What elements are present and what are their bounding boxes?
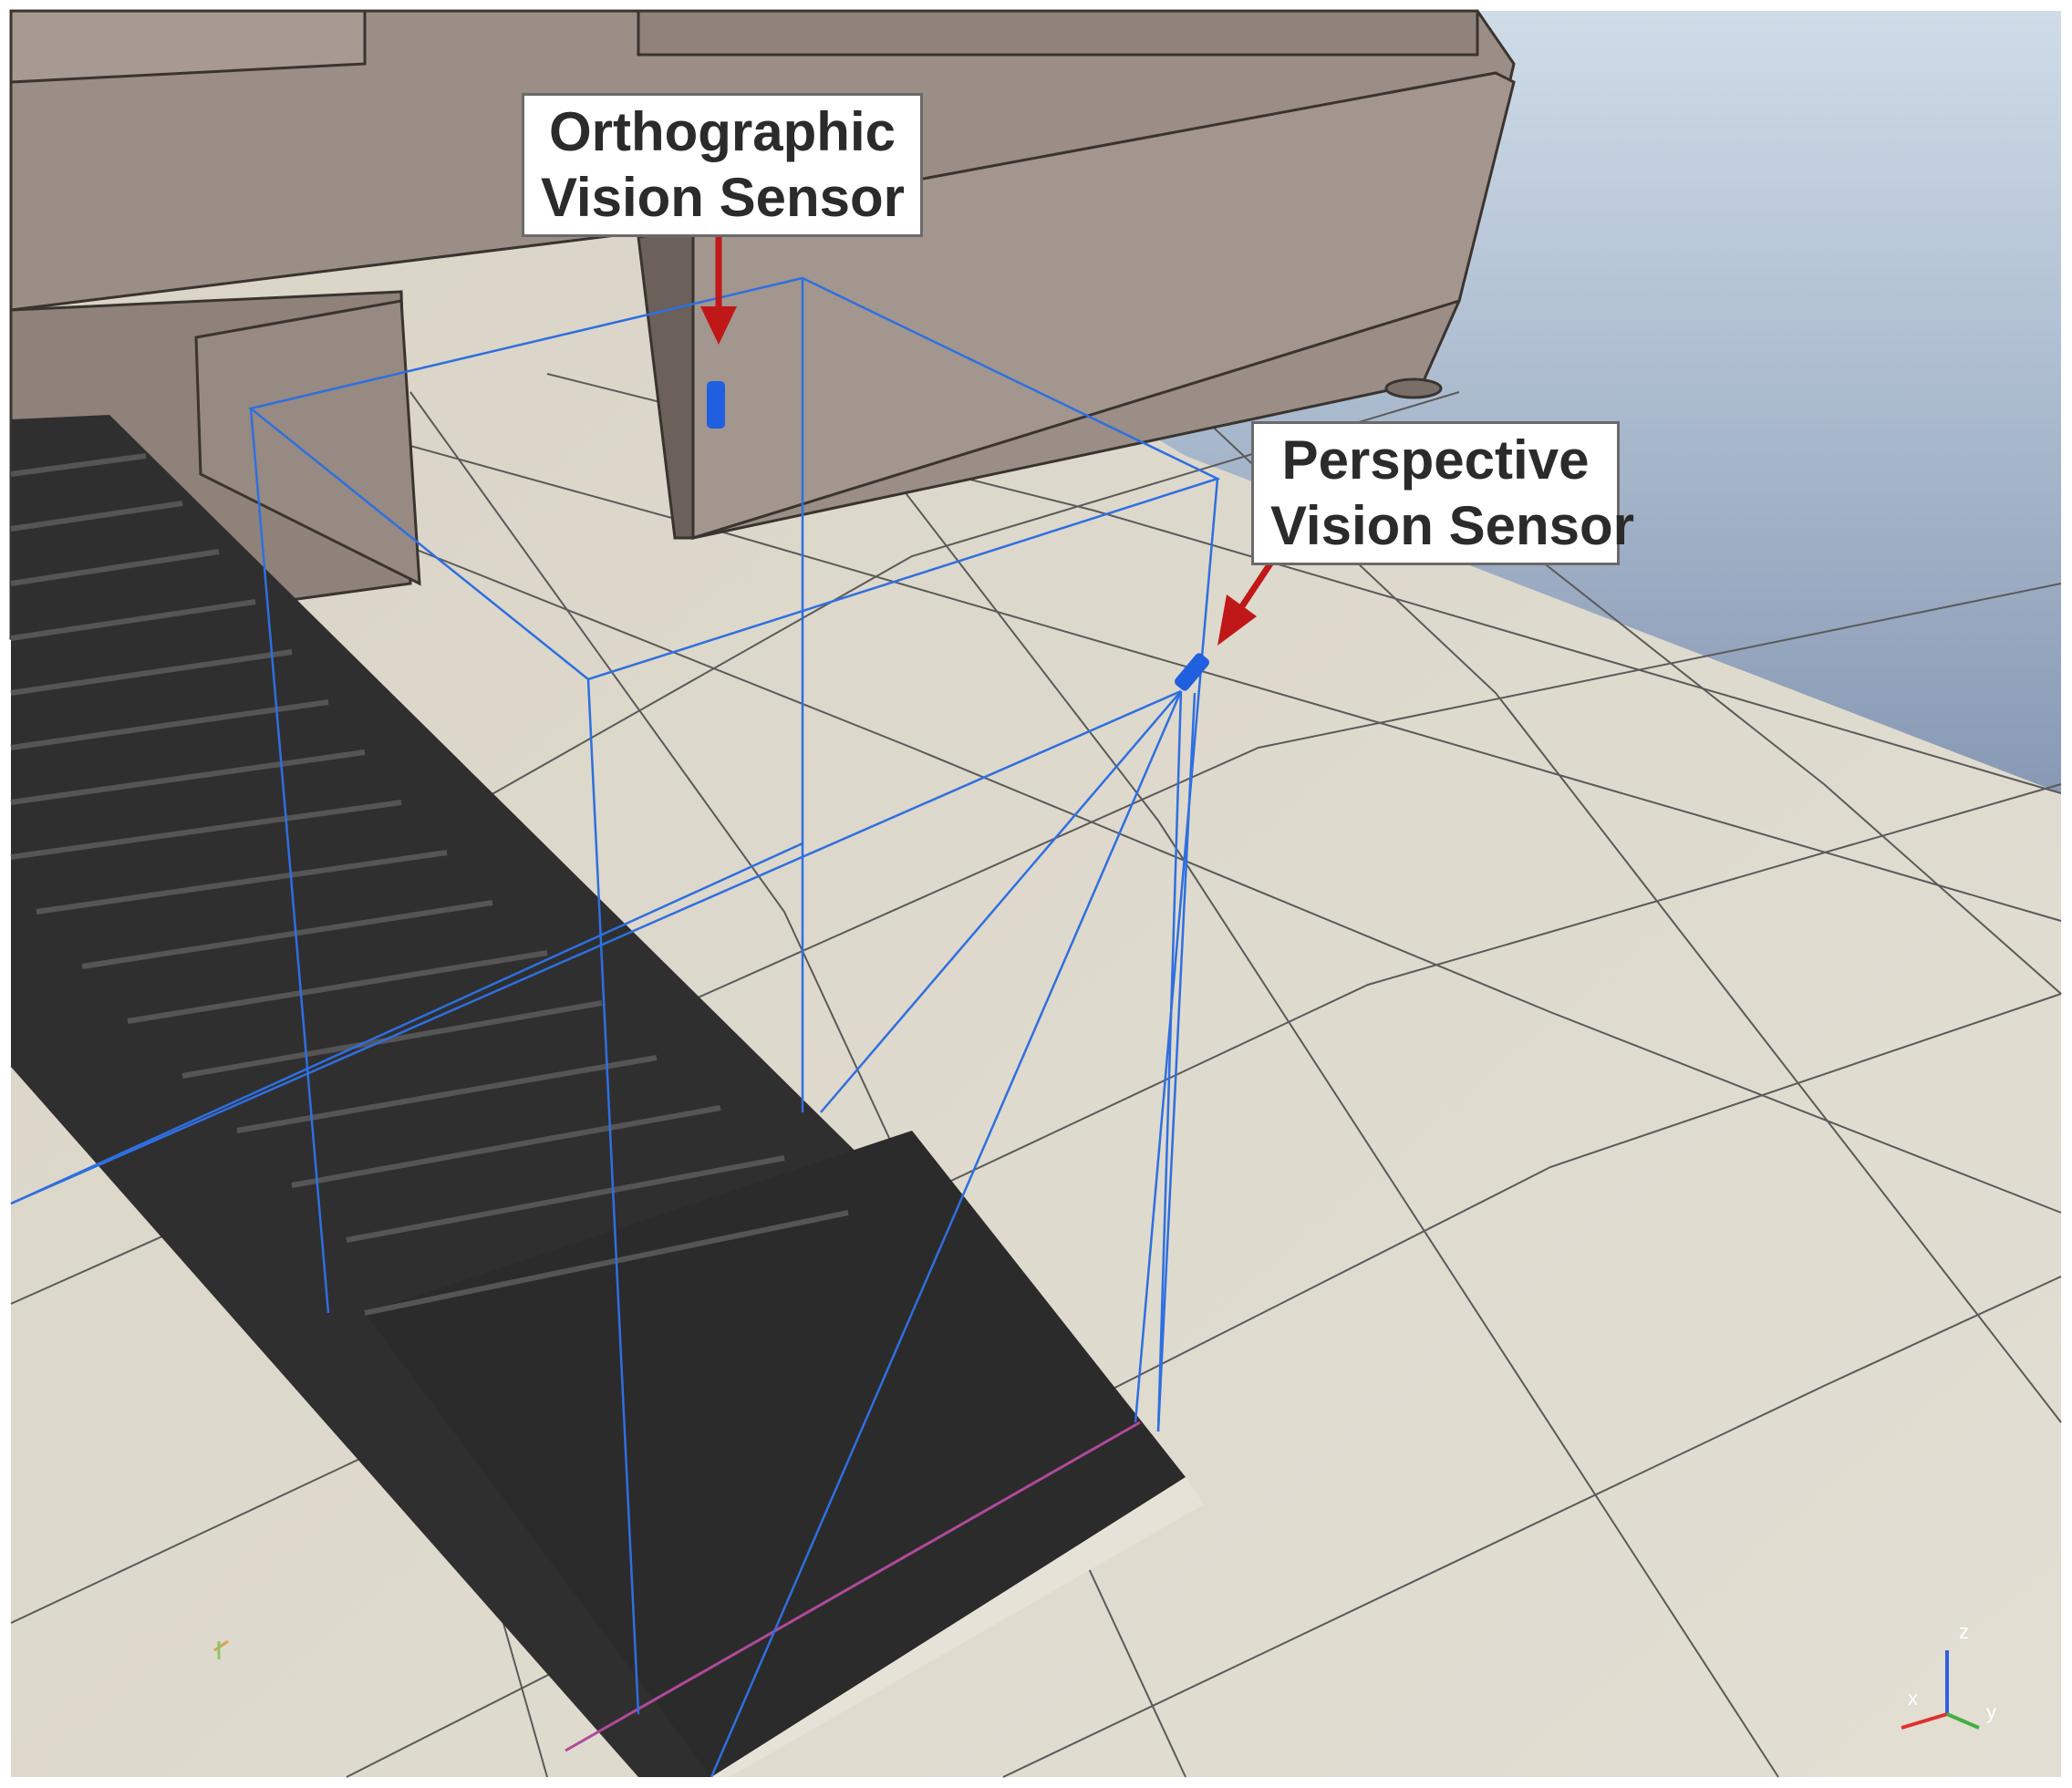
perspective-sensor-frustum	[10, 689, 1197, 1778]
orthographic-sensor-volume	[10, 276, 1221, 1715]
orthographic-callout-line1: Orthographic	[548, 101, 896, 162]
axis-z-label: z	[1959, 1620, 1969, 1643]
perspective-sensor-callout: Perspective Vision Sensor	[1251, 421, 1635, 565]
orthographic-sensor-callout: Orthographic Vision Sensor	[522, 93, 923, 237]
perspective-callout-line1: Perspective	[1281, 429, 1590, 491]
conveyor-belt	[10, 415, 1204, 1777]
machine-body	[9, 9, 1516, 640]
perspective-sensor-icon[interactable]	[1173, 651, 1211, 692]
orthographic-sensor-icon[interactable]	[707, 381, 725, 429]
orthographic-callout-line2: Vision Sensor	[541, 167, 906, 228]
axis-y-label: y	[1986, 1700, 1996, 1723]
axis-gizmo-icon: z x y	[1901, 1620, 1996, 1730]
world-origin-marker	[213, 1639, 229, 1659]
axis-x-label: x	[1908, 1687, 1918, 1710]
perspective-callout-line2: Vision Sensor	[1270, 495, 1635, 556]
